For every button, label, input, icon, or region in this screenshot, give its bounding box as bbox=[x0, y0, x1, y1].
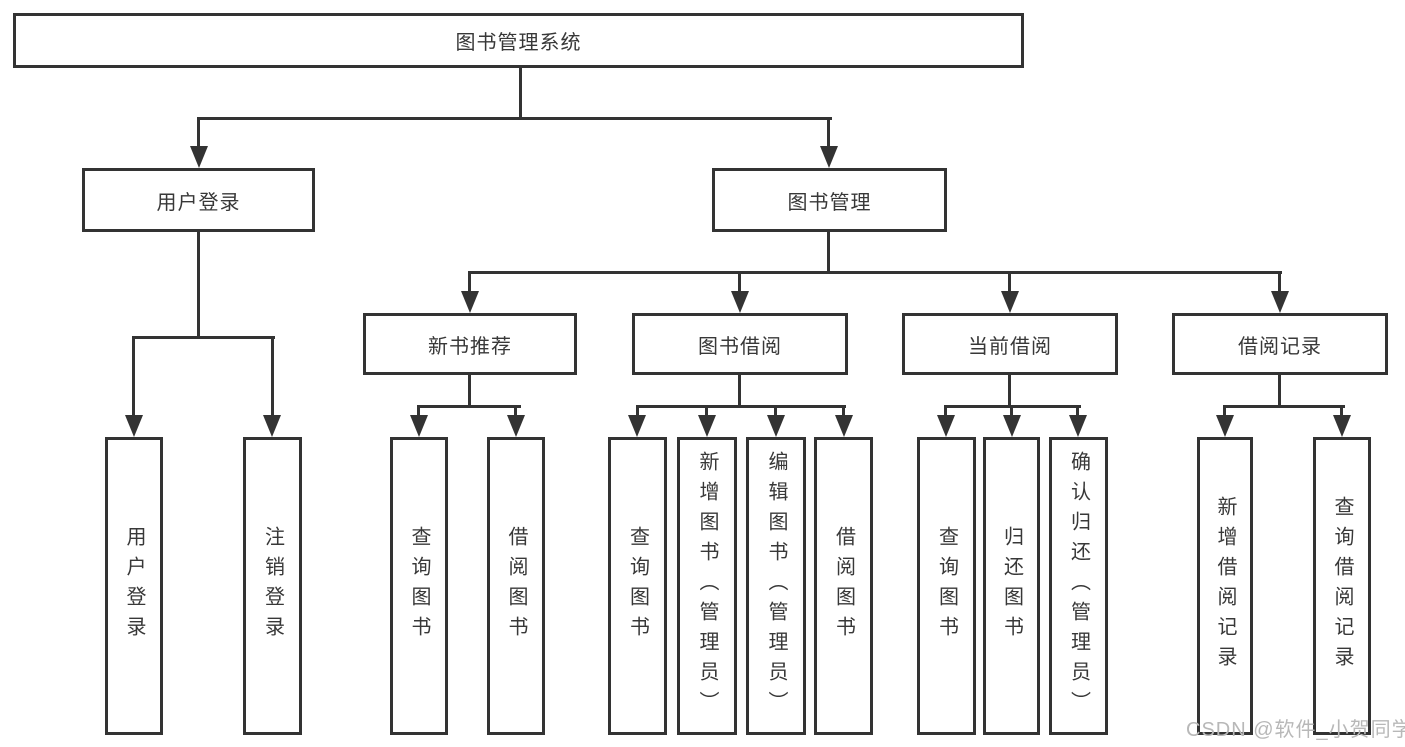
connector-new-book-rec-stem bbox=[468, 375, 471, 408]
connector-arrow-line bbox=[1340, 405, 1343, 417]
arrowhead-borrow-books-2 bbox=[835, 415, 853, 437]
leaf-label: 注销登录 bbox=[261, 526, 284, 646]
arrowhead-current-borrow bbox=[1001, 291, 1019, 313]
connector-arrow-line bbox=[1010, 405, 1013, 417]
connector-arrow-line-book-mgmt bbox=[827, 117, 830, 148]
connector-arrow-line bbox=[944, 405, 947, 417]
leaf-confirm-return-admin: 确认归还（管理员） bbox=[1049, 437, 1108, 735]
arrowhead-query-books-1 bbox=[410, 415, 428, 437]
node-borrowing-records: 借阅记录 bbox=[1172, 313, 1388, 375]
connector-arrow-line-current-borrow bbox=[1008, 271, 1011, 293]
node-label: 新书推荐 bbox=[428, 335, 512, 358]
leaf-borrow-books-under-borrowing: 借阅图书 bbox=[814, 437, 873, 735]
arrowhead-new-book-rec bbox=[461, 291, 479, 313]
connector-group3-branch bbox=[636, 405, 846, 408]
connector-arrow-line-new-book-rec bbox=[468, 271, 471, 293]
leaf-label: 借阅图书 bbox=[505, 526, 527, 646]
arrowhead-user-login bbox=[190, 146, 208, 168]
node-label: 用户登录 bbox=[156, 191, 241, 214]
leaf-label: 归还图书 bbox=[1000, 526, 1023, 646]
node-book-management: 图书管理 bbox=[712, 168, 947, 232]
leaf-label: 新增图书（管理员） bbox=[696, 451, 718, 721]
connector-arrow-line-borrow-records bbox=[1278, 271, 1281, 293]
arrowhead-edit-books bbox=[767, 415, 785, 437]
connector-root-branch bbox=[197, 117, 832, 120]
arrowhead-add-borrow-record bbox=[1216, 415, 1234, 437]
leaf-query-books-under-current: 查询图书 bbox=[917, 437, 976, 735]
leaf-logout: 注销登录 bbox=[243, 437, 302, 735]
arrowhead-book-borrow bbox=[731, 291, 749, 313]
arrowhead-query-books-2 bbox=[628, 415, 646, 437]
node-label: 当前借阅 bbox=[968, 335, 1052, 358]
arrowhead-borrow-records bbox=[1271, 291, 1289, 313]
node-label: 借阅记录 bbox=[1238, 335, 1322, 358]
leaf-label: 查询图书 bbox=[408, 526, 430, 646]
arrowhead-return-books bbox=[1003, 415, 1021, 437]
node-label: 图书管理系统 bbox=[455, 32, 582, 54]
leaf-label: 查询图书 bbox=[935, 526, 958, 646]
arrowhead-query-borrow-record bbox=[1333, 415, 1351, 437]
leaf-label: 编辑图书（管理员） bbox=[765, 451, 787, 721]
connector-borrow-records-stem bbox=[1278, 375, 1281, 408]
connector-arrow-line bbox=[705, 405, 708, 417]
connector-book-mgmt-stem bbox=[827, 232, 830, 274]
connector-user-login-branch bbox=[132, 336, 275, 339]
arrowhead-query-books-3 bbox=[937, 415, 955, 437]
leaf-add-borrowing-record: 新增借阅记录 bbox=[1197, 437, 1253, 735]
leaf-query-borrowing-record: 查询借阅记录 bbox=[1313, 437, 1371, 735]
connector-book-borrow-stem bbox=[738, 375, 741, 408]
node-root-library-management-system: 图书管理系统 bbox=[13, 13, 1024, 68]
connector-arrow-line-leaf-logout bbox=[271, 336, 274, 417]
connector-user-login-stem bbox=[197, 232, 200, 339]
leaf-borrow-books-under-recommendation: 借阅图书 bbox=[487, 437, 545, 735]
connector-book-mgmt-branch bbox=[468, 271, 1282, 274]
node-label: 图书借阅 bbox=[698, 335, 782, 358]
leaf-label: 用户登录 bbox=[123, 526, 145, 646]
leaf-query-books-under-recommendation: 查询图书 bbox=[390, 437, 448, 735]
connector-arrow-line-leaf-user-login bbox=[132, 336, 135, 417]
leaf-add-books-admin: 新增图书（管理员） bbox=[677, 437, 737, 735]
connector-arrow-line bbox=[842, 405, 845, 417]
leaf-return-books: 归还图书 bbox=[983, 437, 1040, 735]
arrowhead-borrow-books-1 bbox=[507, 415, 525, 437]
connector-arrow-line bbox=[636, 405, 639, 417]
csdn-watermark: CSDN @软件_小贺同学 bbox=[1186, 719, 1405, 741]
connector-arrow-line bbox=[1076, 405, 1079, 417]
node-book-borrowing: 图书借阅 bbox=[632, 313, 848, 375]
connector-arrow-line-user-login bbox=[197, 117, 200, 148]
leaf-user-login: 用户登录 bbox=[105, 437, 163, 735]
connector-group2-branch bbox=[417, 405, 521, 408]
node-current-borrowing: 当前借阅 bbox=[902, 313, 1118, 375]
leaf-label: 查询图书 bbox=[626, 526, 649, 646]
leaf-label: 确认归还（管理员） bbox=[1067, 451, 1090, 721]
node-new-book-recommendation: 新书推荐 bbox=[363, 313, 577, 375]
connector-root-stem bbox=[519, 68, 522, 120]
leaf-query-books-under-borrowing: 查询图书 bbox=[608, 437, 667, 735]
connector-arrow-line bbox=[1223, 405, 1226, 417]
connector-arrow-line bbox=[417, 405, 420, 417]
connector-arrow-line bbox=[514, 405, 517, 417]
leaf-edit-books-admin: 编辑图书（管理员） bbox=[746, 437, 806, 735]
leaf-label: 查询借阅记录 bbox=[1331, 496, 1353, 676]
connector-arrow-line bbox=[774, 405, 777, 417]
arrowhead-confirm-return bbox=[1069, 415, 1087, 437]
arrowhead-book-mgmt bbox=[820, 146, 838, 168]
arrowhead-add-books bbox=[698, 415, 716, 437]
node-user-login: 用户登录 bbox=[82, 168, 315, 232]
arrowhead-leaf-logout bbox=[263, 415, 281, 437]
arrowhead-leaf-user-login bbox=[125, 415, 143, 437]
connector-arrow-line-book-borrow bbox=[738, 271, 741, 293]
leaf-label: 借阅图书 bbox=[832, 526, 855, 646]
connector-group5-branch bbox=[1223, 405, 1345, 408]
leaf-label: 新增借阅记录 bbox=[1214, 496, 1236, 676]
node-label: 图书管理 bbox=[787, 191, 872, 214]
connector-current-borrow-stem bbox=[1008, 375, 1011, 408]
